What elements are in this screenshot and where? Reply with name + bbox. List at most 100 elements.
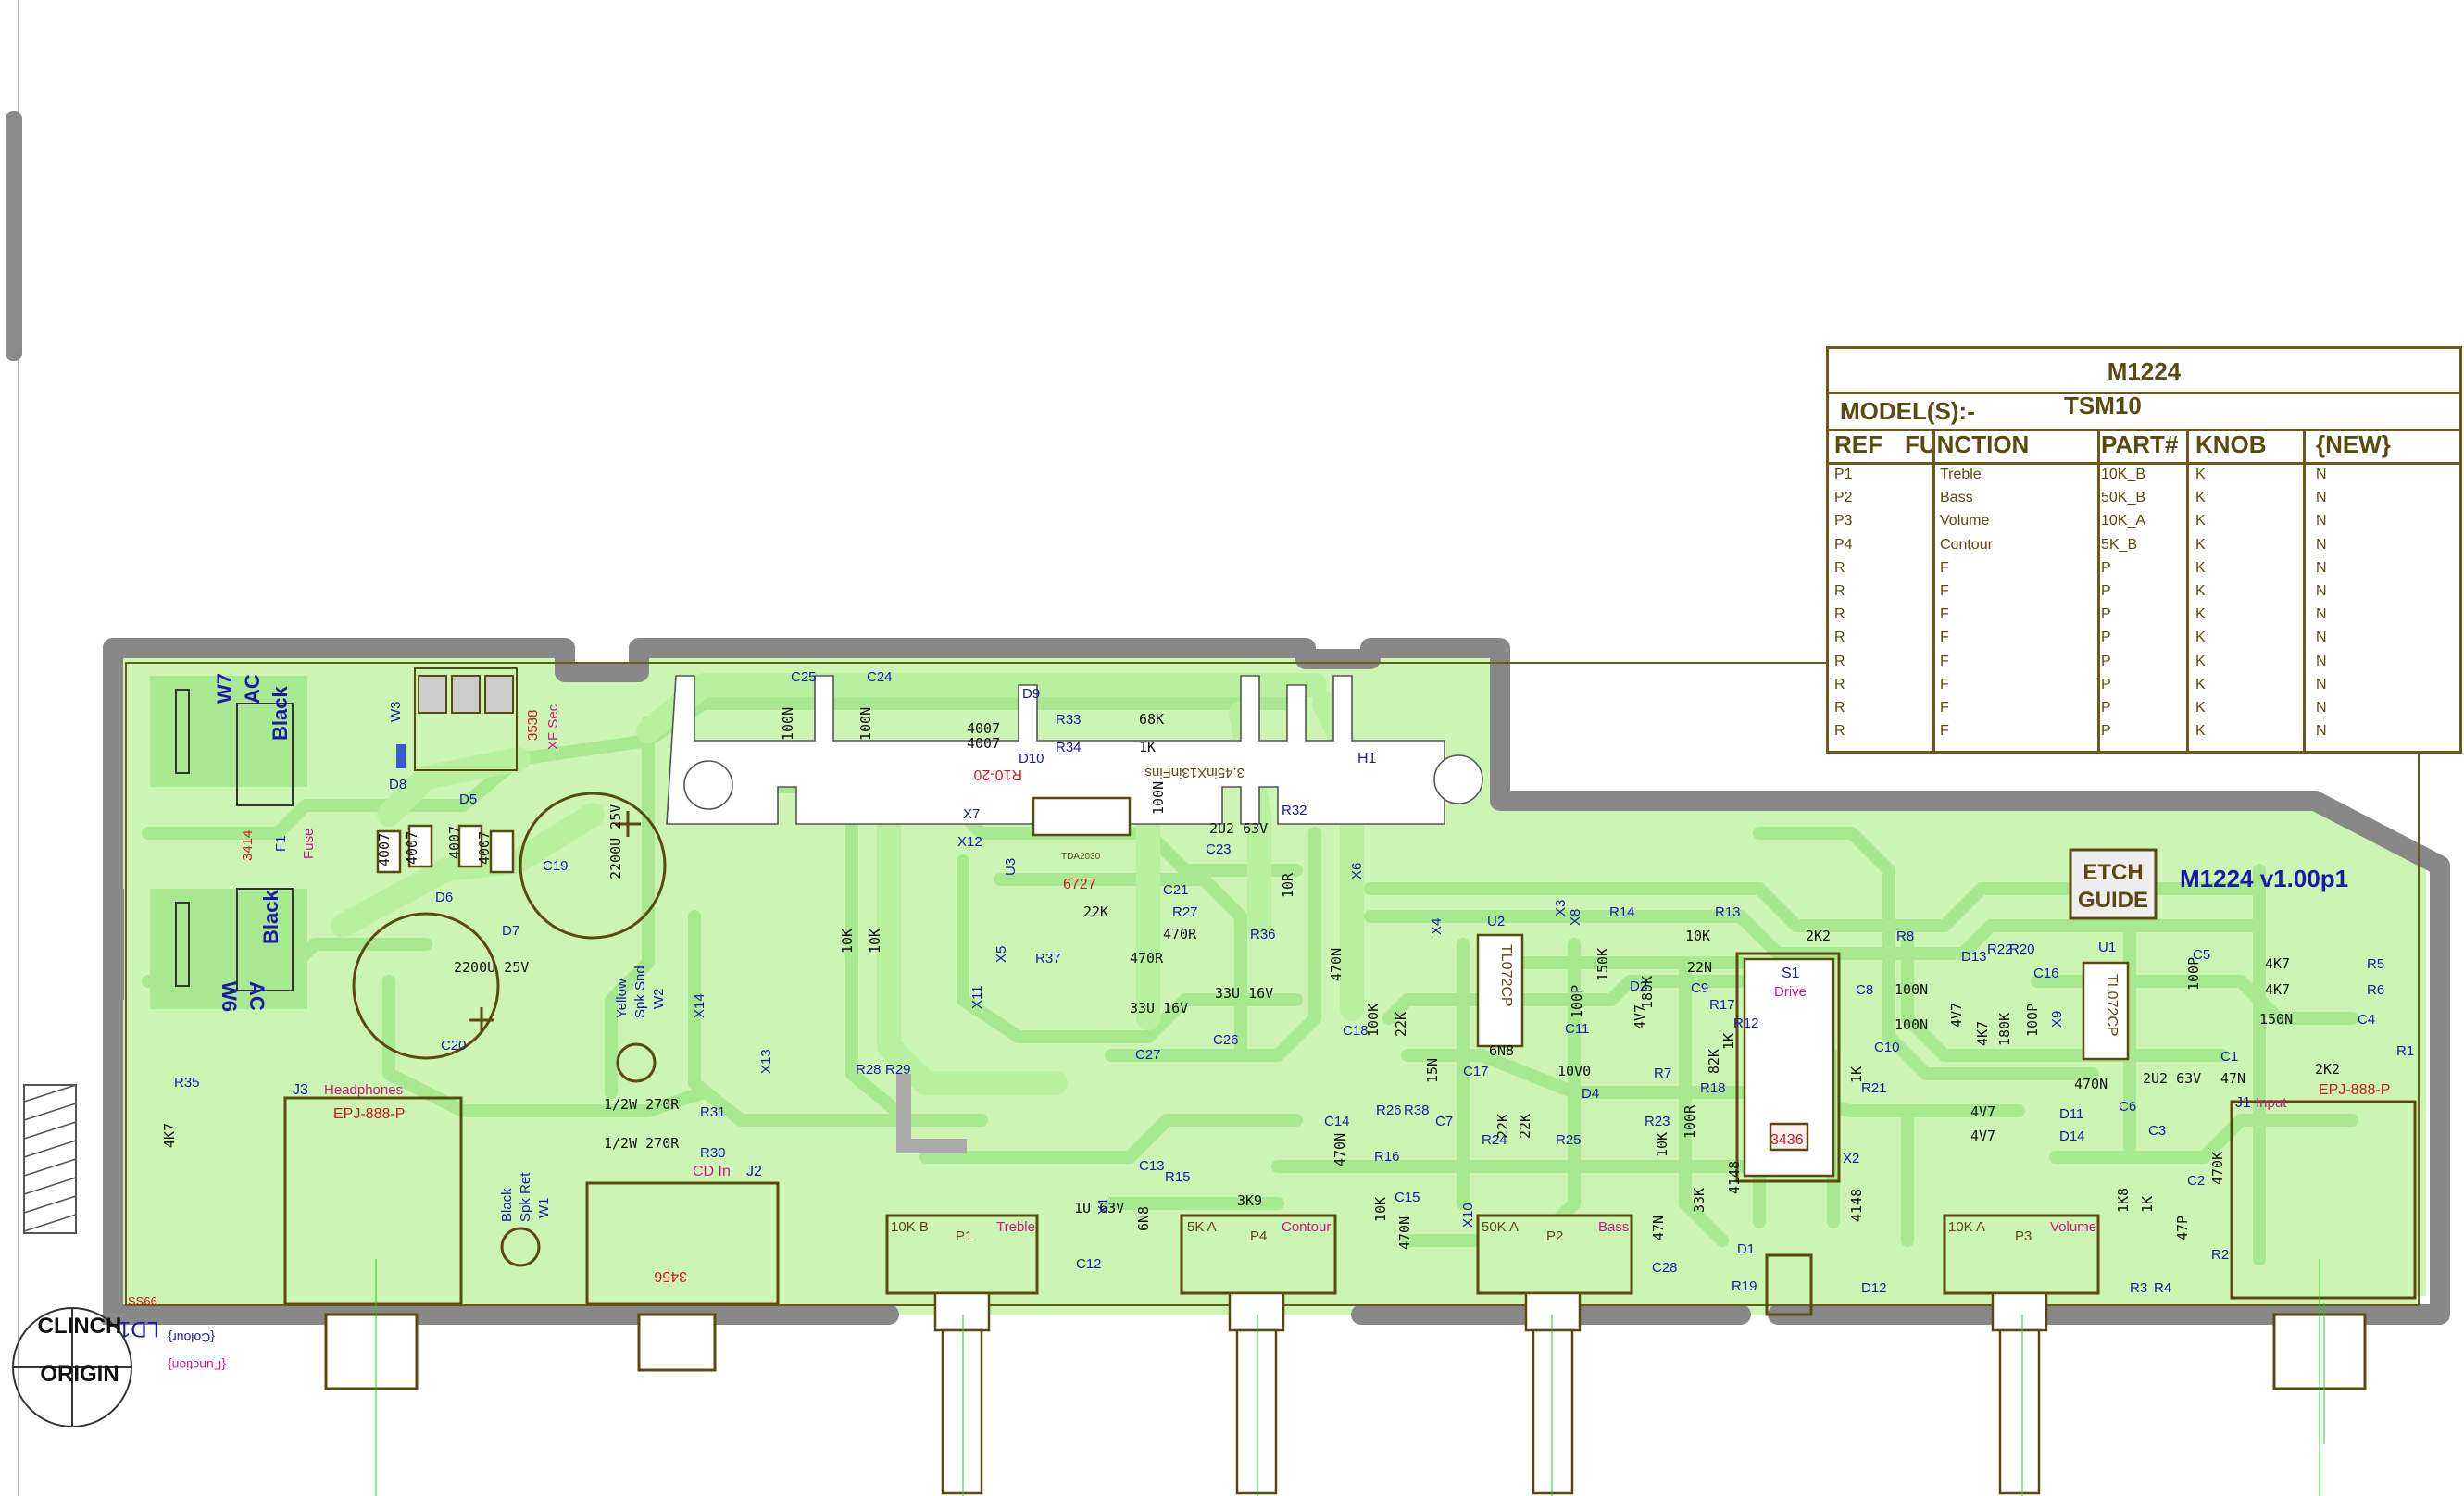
- capacitor-ref: C23: [1206, 842, 1232, 857]
- resistor-ref: R21: [1861, 1080, 1887, 1096]
- u1-ref: U1: [2098, 940, 2116, 955]
- j2-part: 3456: [654, 1268, 687, 1284]
- led-function: {Function}: [168, 1358, 226, 1373]
- table-divider: [2186, 429, 2189, 751]
- board-notch-right: [2432, 1065, 2450, 1157]
- diode-value: 4007: [967, 735, 1000, 752]
- resistor-ref: R7: [1654, 1066, 1671, 1081]
- table-cell: Treble: [1940, 467, 1982, 482]
- knob-table: M1224 MODEL(S):- TSM10 REF FUNCTION PART…: [1826, 346, 2462, 754]
- resistor-value: 10K: [1685, 928, 1710, 944]
- resistor-ref: R27: [1172, 904, 1198, 920]
- capacitor-value: 2U2 63V: [2143, 1070, 2201, 1087]
- capacitor-value: 100N: [1895, 1016, 1928, 1033]
- board-version: M1224 v1.00p1: [2180, 865, 2348, 892]
- capacitor-ref: C26: [1213, 1032, 1239, 1048]
- heatsink-note: 3.45inX13inFins: [1144, 765, 1245, 780]
- w7-ref: W7: [213, 673, 236, 704]
- capacitor-value: 470N: [2074, 1076, 2108, 1092]
- table-cell: N: [2316, 536, 2327, 553]
- table-cell: P2: [1834, 490, 1853, 506]
- heatsink-outline: [666, 675, 1483, 825]
- capacitor-value: 100P: [1569, 985, 1585, 1018]
- resistor-value: 22K: [1083, 904, 1108, 920]
- led-colour: {Colour}: [168, 1330, 215, 1345]
- table-cell: P: [2101, 676, 2111, 692]
- switch-s1: [1735, 952, 1841, 1316]
- r-note: R10-20: [973, 767, 1022, 782]
- diode-value: 4007: [967, 720, 1000, 737]
- capacitor-ref: C15: [1395, 1190, 1420, 1205]
- resistor-ref: R24: [1482, 1132, 1507, 1148]
- diode-ref: D7: [502, 923, 519, 939]
- clinch-label: CLINCH: [38, 1314, 122, 1339]
- resistor-ref: R22: [1987, 941, 2013, 957]
- table-cell: F: [1940, 582, 1949, 599]
- led-part: SS66: [128, 1294, 157, 1308]
- p3-func: Volume: [2050, 1219, 2096, 1235]
- capacitor-value: 100P: [2024, 1004, 2041, 1037]
- capacitor-ref: C11: [1565, 1021, 1589, 1037]
- diode-ref: D5: [459, 792, 477, 807]
- resistor-value: 82K: [1706, 1049, 1722, 1074]
- resistor-value: 100K: [1365, 1004, 1382, 1037]
- table-cell: Volume: [1940, 513, 1990, 530]
- link-ref: X11: [969, 985, 985, 1009]
- resistor-value: 22K: [1393, 1012, 1409, 1037]
- resistor-value: 4K7: [2265, 955, 2290, 972]
- table-cell: P: [2101, 723, 2111, 740]
- resistor-value: 470K: [2209, 1152, 2226, 1185]
- diode-value: 10V0: [1557, 1063, 1591, 1079]
- capacitor-ref: C21: [1163, 882, 1189, 898]
- pot-bodies: [885, 1214, 2100, 1295]
- capacitor-value: 100N: [780, 707, 796, 741]
- p2-value: 50K A: [1482, 1219, 1519, 1235]
- w1-ref: W1: [536, 1198, 552, 1219]
- resistor-value: 10R: [1280, 872, 1296, 898]
- u2-ref: U2: [1487, 914, 1505, 929]
- capacitor-ref: C10: [1874, 1040, 1900, 1055]
- u3-ref: U3: [1003, 858, 1019, 876]
- capacitor-ref: C27: [1135, 1047, 1161, 1063]
- resistor-value: 1K8: [2115, 1188, 2132, 1213]
- j3-func: Headphones: [324, 1082, 403, 1098]
- p1-func: Treble: [996, 1219, 1035, 1235]
- resistor-value: 180K: [1639, 976, 1656, 1009]
- resistor-ref: R6: [2367, 982, 2384, 998]
- capacitor-value: 100P: [2185, 957, 2202, 991]
- led-ref: LD1: [119, 1316, 159, 1341]
- table-cell: 10K_A: [2101, 513, 2146, 530]
- w1-color: Black: [499, 1188, 515, 1222]
- capacitor-value: 33U 16V: [1130, 1000, 1188, 1016]
- bridge-diodes: [376, 824, 515, 874]
- header-knob: KNOB: [2195, 430, 2267, 458]
- header-new: {NEW}: [2316, 430, 2391, 458]
- capacitor-ref: C13: [1139, 1158, 1165, 1174]
- board-outline: [103, 638, 2450, 1325]
- resistor-ref: R37: [1035, 951, 1061, 966]
- link-ref: X8: [1568, 909, 1583, 926]
- xf-sec-label: XF Sec: [545, 704, 561, 750]
- table-cell: R: [1834, 606, 1845, 623]
- resistor-ref: R29: [885, 1062, 911, 1078]
- p3-ref: P3: [2015, 1228, 2032, 1244]
- bulk-capacitors: [352, 792, 667, 1060]
- resistor-value: 33K: [1691, 1188, 1707, 1213]
- p4-ref: P4: [1250, 1228, 1267, 1244]
- w7-ac: AC: [241, 674, 264, 704]
- j1-ref: J1: [2235, 1095, 2251, 1111]
- capacitor-ref: C12: [1076, 1256, 1102, 1272]
- resistor-ref: R28: [856, 1062, 882, 1078]
- header-function: FUNCTION: [1905, 430, 2030, 458]
- copper-traces-wide: [331, 673, 1364, 1095]
- table-title: M1224: [1829, 349, 2459, 394]
- capacitor-value: 2U2 63V: [1209, 820, 1268, 837]
- capacitor-value: 15N: [1424, 1058, 1441, 1083]
- table-cell: F: [1940, 606, 1949, 623]
- diode-ref: D6: [435, 890, 453, 905]
